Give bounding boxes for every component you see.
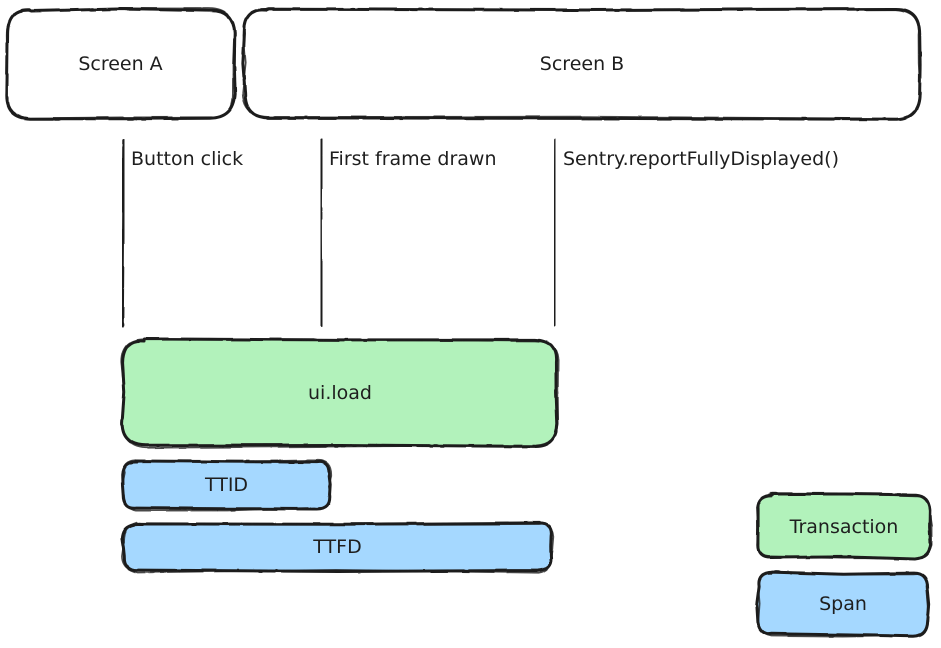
timeline-marker-sentry-reportfullydisplayed [553,138,557,327]
timeline-marker-first-frame-drawn [319,138,324,327]
screen-box-screen-b [241,7,922,121]
timeline-markers-group [120,138,557,327]
screen-box-screen-a [5,7,237,121]
spans-group [120,337,560,574]
legend-swatch-span [755,570,931,638]
bar-ui-load [120,337,560,449]
bar-ttfd [120,521,555,574]
legend-swatch-transaction [756,492,933,561]
timeline-marker-button-click [120,138,126,327]
legend-group [755,492,933,638]
bar-ttid [120,459,333,512]
screens-group [5,7,922,121]
